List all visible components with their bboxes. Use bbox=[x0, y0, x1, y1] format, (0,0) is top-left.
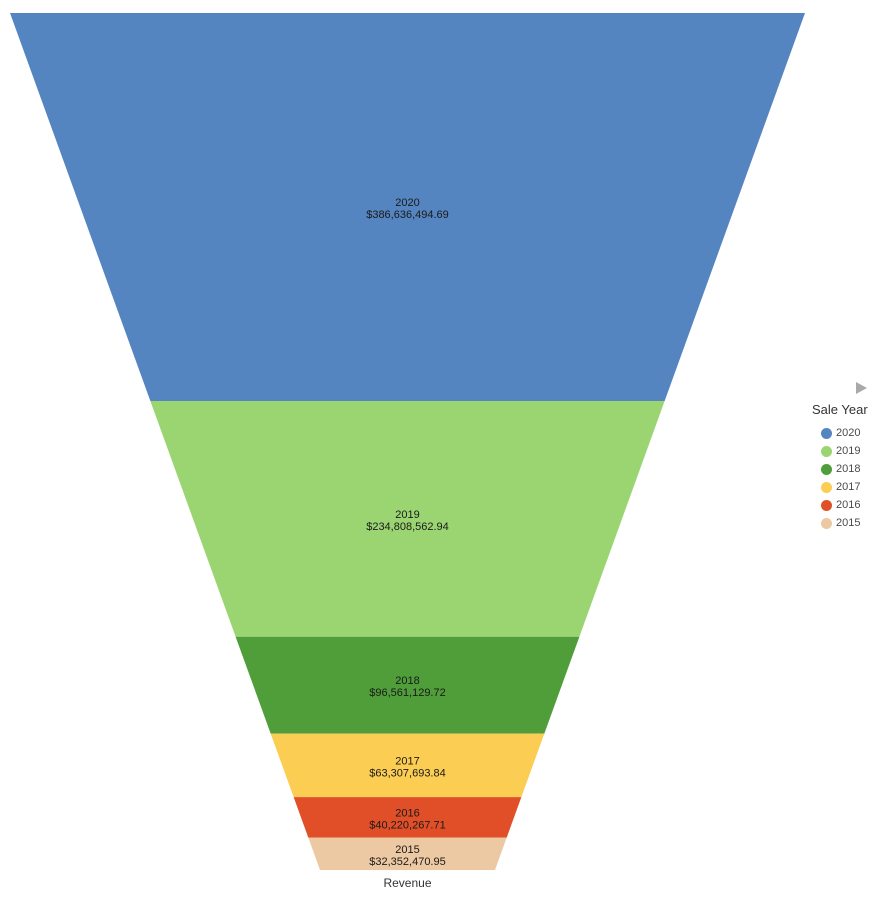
funnel-segment-2015[interactable]: 2015$32,352,470.95 bbox=[308, 837, 507, 870]
legend-item-2018[interactable]: 2018 bbox=[812, 460, 882, 478]
legend-item-2016[interactable]: 2016 bbox=[812, 496, 882, 514]
legend-item-label: 2015 bbox=[836, 517, 861, 529]
legend-item-2015[interactable]: 2015 bbox=[812, 514, 882, 532]
segment-category-label: 2020 bbox=[395, 197, 419, 209]
segment-value-label: $96,561,129.72 bbox=[369, 687, 445, 699]
legend-swatch-icon bbox=[821, 427, 832, 439]
segment-category-label: 2015 bbox=[395, 844, 419, 856]
funnel-segment-shape[interactable] bbox=[270, 733, 545, 798]
segment-category-label: 2019 bbox=[395, 509, 419, 521]
legend-swatch-icon bbox=[821, 481, 832, 493]
funnel-segment-shape[interactable] bbox=[308, 837, 507, 870]
segment-value-label: $386,636,494.69 bbox=[366, 209, 449, 221]
legend-item-label: 2016 bbox=[836, 499, 861, 511]
funnel-segment-2017[interactable]: 2017$63,307,693.84 bbox=[270, 733, 545, 798]
legend-swatch-icon bbox=[821, 445, 832, 457]
funnel-segment-shape[interactable] bbox=[10, 13, 805, 402]
legend-item-label: 2017 bbox=[836, 481, 861, 493]
funnel-segment-shape[interactable] bbox=[235, 636, 580, 734]
segment-value-label: $32,352,470.95 bbox=[369, 856, 445, 868]
segment-value-label: $40,220,267.71 bbox=[369, 819, 445, 831]
measure-axis-label: Revenue bbox=[383, 876, 432, 890]
legend-title: Sale Year bbox=[812, 402, 868, 417]
legend-item-label: 2018 bbox=[836, 463, 861, 475]
legend-item-2020[interactable]: 2020 bbox=[812, 424, 882, 442]
legend-swatch-icon bbox=[821, 463, 832, 475]
legend-items: 2020 2019 2018 2017 2016 2015 bbox=[812, 424, 882, 532]
legend-swatch-icon bbox=[821, 517, 832, 529]
legend-item-2019[interactable]: 2019 bbox=[812, 442, 882, 460]
legend-expand-icon[interactable] bbox=[856, 382, 867, 394]
funnel-segment-2018[interactable]: 2018$96,561,129.72 bbox=[235, 636, 580, 734]
segment-category-label: 2016 bbox=[395, 807, 419, 819]
legend-item-label: 2019 bbox=[836, 445, 861, 457]
legend: Sale Year 2020 2019 2018 2017 2016 2015 bbox=[812, 402, 882, 532]
funnel-segment-2020[interactable]: 2020$386,636,494.69 bbox=[10, 13, 805, 402]
segment-value-label: $63,307,693.84 bbox=[369, 767, 445, 779]
segment-value-label: $234,808,562.94 bbox=[366, 521, 449, 533]
legend-swatch-icon bbox=[821, 499, 832, 511]
segment-category-label: 2018 bbox=[395, 675, 419, 687]
funnel-segment-shape[interactable] bbox=[293, 797, 522, 838]
legend-item-label: 2020 bbox=[836, 427, 861, 439]
legend-item-2017[interactable]: 2017 bbox=[812, 478, 882, 496]
funnel-segment-shape[interactable] bbox=[150, 401, 665, 637]
funnel-segment-2019[interactable]: 2019$234,808,562.94 bbox=[150, 401, 665, 637]
segment-category-label: 2017 bbox=[395, 755, 419, 767]
funnel-segment-2016[interactable]: 2016$40,220,267.71 bbox=[293, 797, 522, 838]
